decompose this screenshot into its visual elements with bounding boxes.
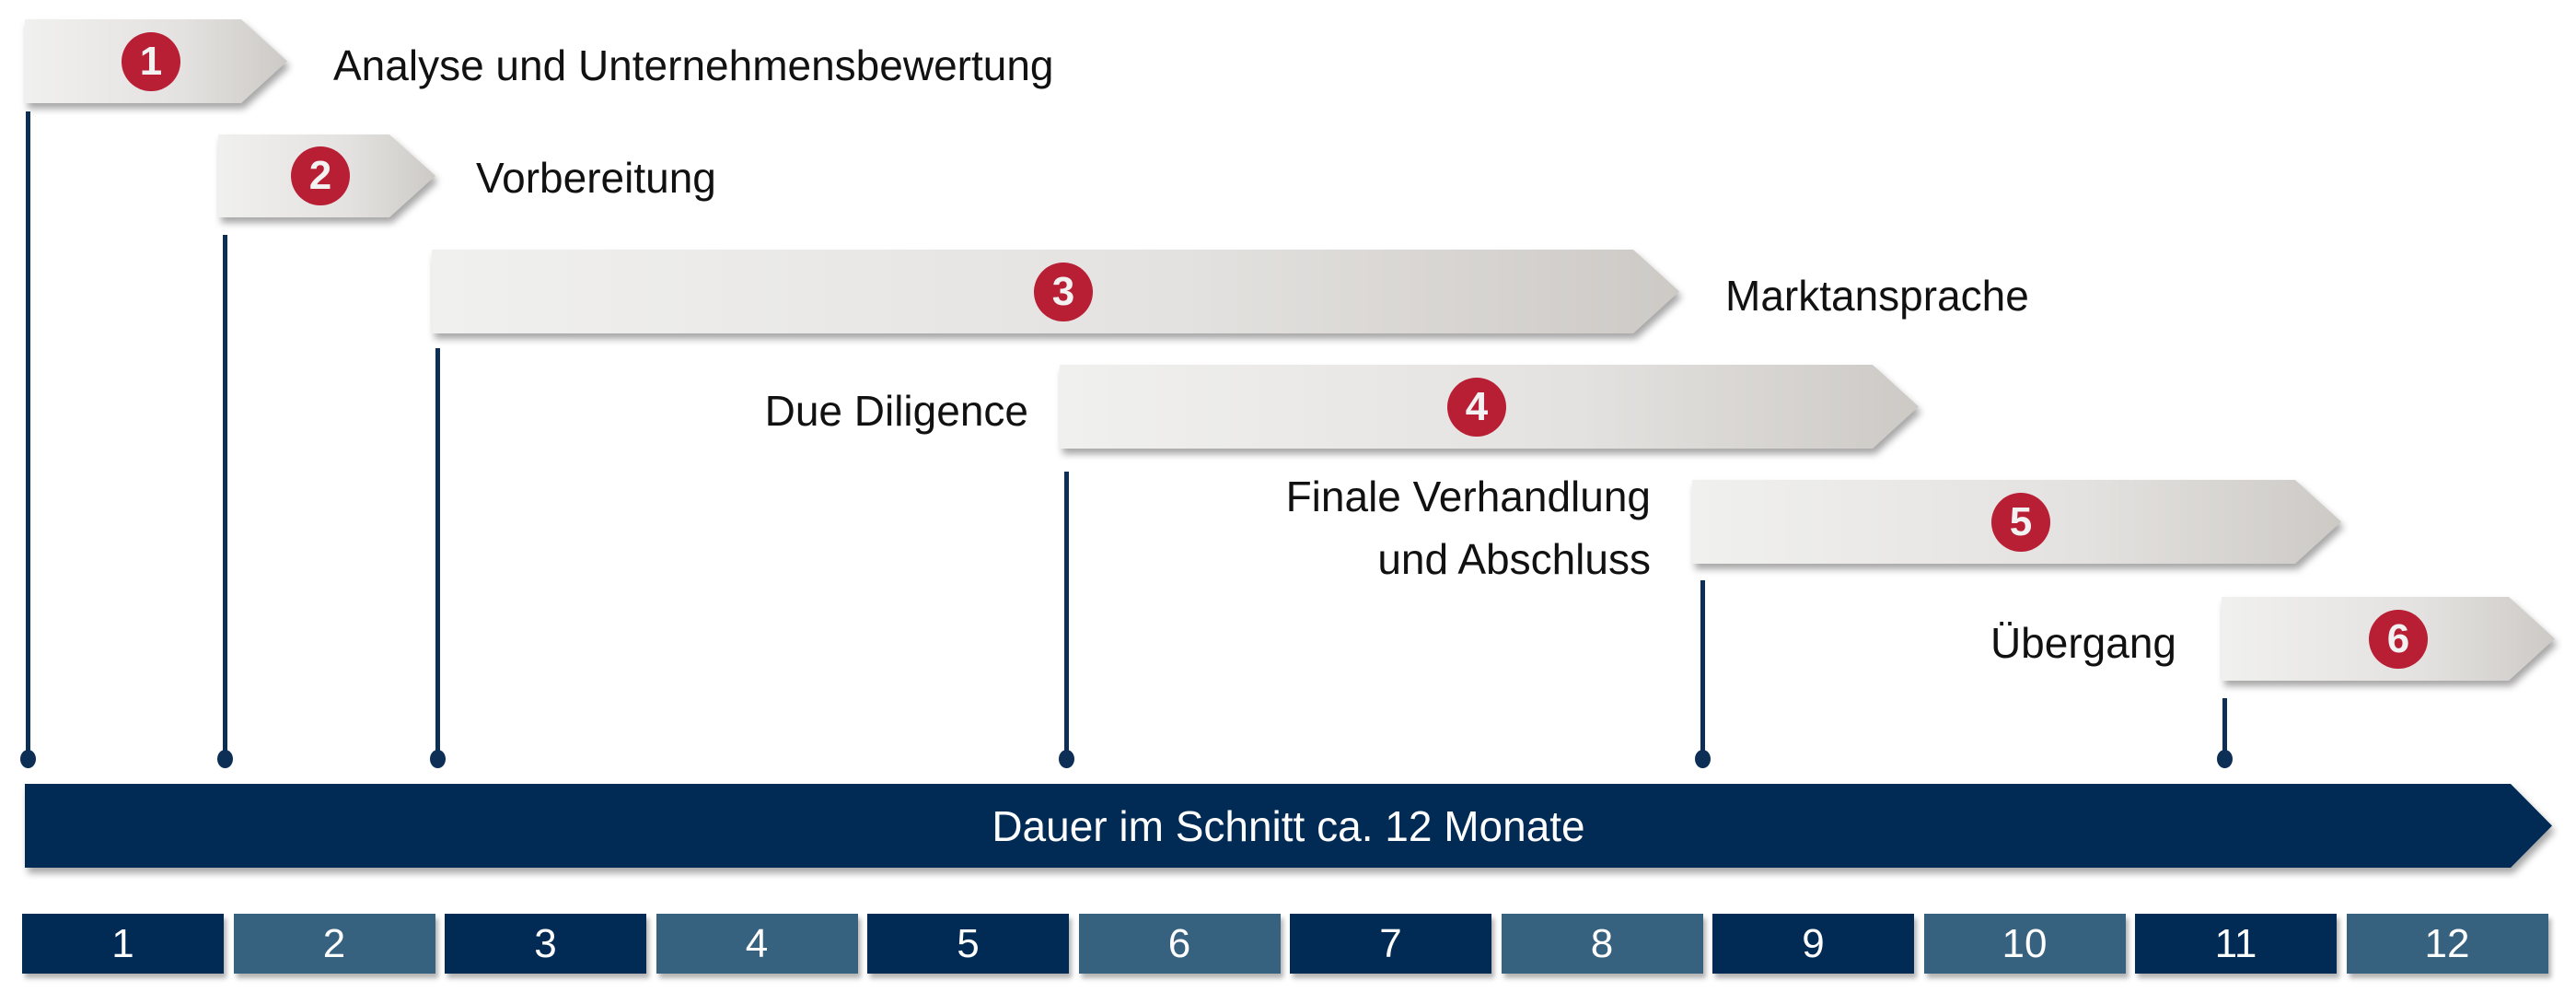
phase-4-arrow: 4	[1060, 365, 1919, 449]
phase-3-label: Marktansprache	[1725, 272, 2029, 320]
month-box-4: 4	[656, 914, 858, 974]
phase-2-arrow: 2	[218, 134, 435, 217]
phase-2-label: Vorbereitung	[476, 154, 716, 202]
phase-1-label: Analyse und Unternehmensbewertung	[333, 41, 1054, 89]
phase-4-label: Due Diligence	[764, 387, 1028, 435]
phase-5-label-line1: Finale Verhandlung	[1285, 473, 1651, 520]
month-box-7: 7	[1290, 914, 1491, 974]
phase-number-badge: 2	[291, 146, 350, 205]
phase-6-arrow: 6	[2222, 597, 2555, 681]
phase-5-connector	[1695, 580, 1711, 768]
month-box-8: 8	[1501, 914, 1703, 974]
month-box-6: 6	[1078, 914, 1281, 974]
phase-2-connector	[217, 235, 233, 768]
phase-5-label-line2: und Abschluss	[1377, 535, 1651, 583]
phase-number-badge: 5	[1991, 493, 2050, 552]
phase-1-arrow: 1	[25, 19, 287, 103]
phase-6-connector	[2217, 698, 2233, 768]
month-box-2: 2	[233, 914, 435, 974]
phase-4-connector	[1059, 472, 1074, 768]
phase-number-badge: 4	[1447, 378, 1506, 437]
phase-3-connector	[430, 348, 446, 768]
month-box-9: 9	[1712, 914, 1914, 974]
phase-number-badge: 1	[122, 32, 180, 91]
month-box-12: 12	[2346, 914, 2548, 974]
phase-1-connector	[20, 111, 36, 768]
timeline-arrow: Dauer im Schnitt ca. 12 Monate	[25, 784, 2552, 868]
phase-3-arrow: 3	[432, 250, 1679, 333]
phase-number-badge: 3	[1034, 263, 1093, 321]
month-box-10: 10	[1923, 914, 2126, 974]
phase-number-badge: 6	[2369, 610, 2428, 669]
phase-5-arrow: 5	[1692, 480, 2341, 564]
timeline-label: Dauer im Schnitt ca. 12 Monate	[992, 801, 1585, 850]
phase-6-label: Übergang	[1990, 619, 2176, 667]
month-box-3: 3	[445, 914, 646, 974]
month-box-11: 11	[2135, 914, 2337, 974]
month-box-1: 1	[22, 914, 224, 974]
month-box-5: 5	[867, 914, 1069, 974]
